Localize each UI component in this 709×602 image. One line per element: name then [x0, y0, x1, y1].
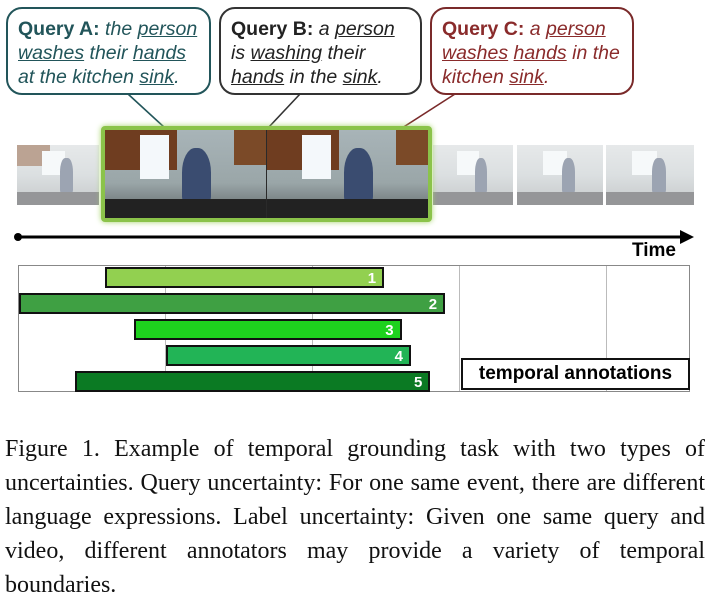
- query-word: a: [313, 18, 336, 40]
- query-word: at the kitchen: [18, 66, 140, 88]
- annotation-number: 3: [385, 322, 394, 339]
- annotation-number: 2: [428, 296, 438, 313]
- annotation-bar-1: 1: [105, 267, 385, 288]
- query-word: their: [322, 42, 366, 64]
- figure-caption: Figure 1. Example of temporal grounding …: [5, 436, 705, 598]
- annotation-bar-5: 5: [74, 371, 431, 392]
- query-word: their: [84, 42, 133, 64]
- query-word: the: [99, 18, 138, 40]
- video-frame-6: [606, 145, 694, 205]
- query-keyword: hands: [132, 42, 187, 64]
- query-keyword: sink: [509, 66, 544, 88]
- grounded-segment-frames: [101, 126, 432, 222]
- annotation-bar-2: 2: [19, 293, 446, 314]
- query-keyword: washes: [18, 42, 85, 64]
- query-word: in the: [284, 66, 343, 88]
- temporal-annotations-label: temporal annotations: [461, 358, 690, 390]
- annotation-number: 4: [394, 348, 403, 365]
- query-word: .: [174, 66, 180, 88]
- query-keyword: washes: [442, 42, 509, 64]
- bubble-pointers: [127, 93, 456, 129]
- query-keyword: hands: [513, 42, 567, 64]
- annotation-bar-4: 4: [166, 345, 411, 366]
- query-text: a person is washing their hands in the s…: [231, 18, 395, 88]
- query-label: Query A:: [18, 18, 100, 40]
- time-axis-arrow: [14, 230, 694, 244]
- query-word: a: [524, 18, 547, 40]
- video-frame-2: [105, 130, 266, 218]
- grid-line: [606, 266, 607, 391]
- query-keyword: washing: [250, 42, 323, 64]
- query-keyword: person: [335, 18, 395, 40]
- video-frame-4: [433, 145, 513, 205]
- query-text: a person washes hands in the kitchen sin…: [442, 18, 620, 88]
- query-label: Query B:: [231, 18, 314, 40]
- video-frame-1: [17, 145, 99, 205]
- time-axis-label: Time: [632, 240, 677, 261]
- query-keyword: hands: [231, 66, 285, 88]
- query-a-bubble: Query A: the person washes their hands a…: [6, 7, 211, 95]
- video-frame-3: [267, 130, 428, 218]
- annotation-bar-3: 3: [133, 319, 402, 340]
- query-keyword: person: [546, 18, 606, 40]
- query-keyword: sink: [139, 66, 175, 88]
- query-keyword: person: [137, 18, 198, 40]
- query-word: in the kitchen: [442, 42, 620, 88]
- annotation-number: 1: [367, 270, 377, 287]
- query-c-bubble: Query C: a person washes hands in the ki…: [430, 7, 634, 95]
- query-word: .: [377, 66, 383, 88]
- video-frame-5: [517, 145, 603, 205]
- query-keyword: sink: [342, 66, 378, 88]
- query-word: is: [231, 42, 251, 64]
- query-b-bubble: Query B: a person is washing their hands…: [219, 7, 422, 95]
- query-label: Query C:: [442, 18, 525, 40]
- query-text: the person washes their hands at the kit…: [18, 18, 197, 88]
- annotation-number: 5: [414, 374, 423, 391]
- grid-line: [459, 266, 460, 391]
- query-word: .: [543, 66, 550, 88]
